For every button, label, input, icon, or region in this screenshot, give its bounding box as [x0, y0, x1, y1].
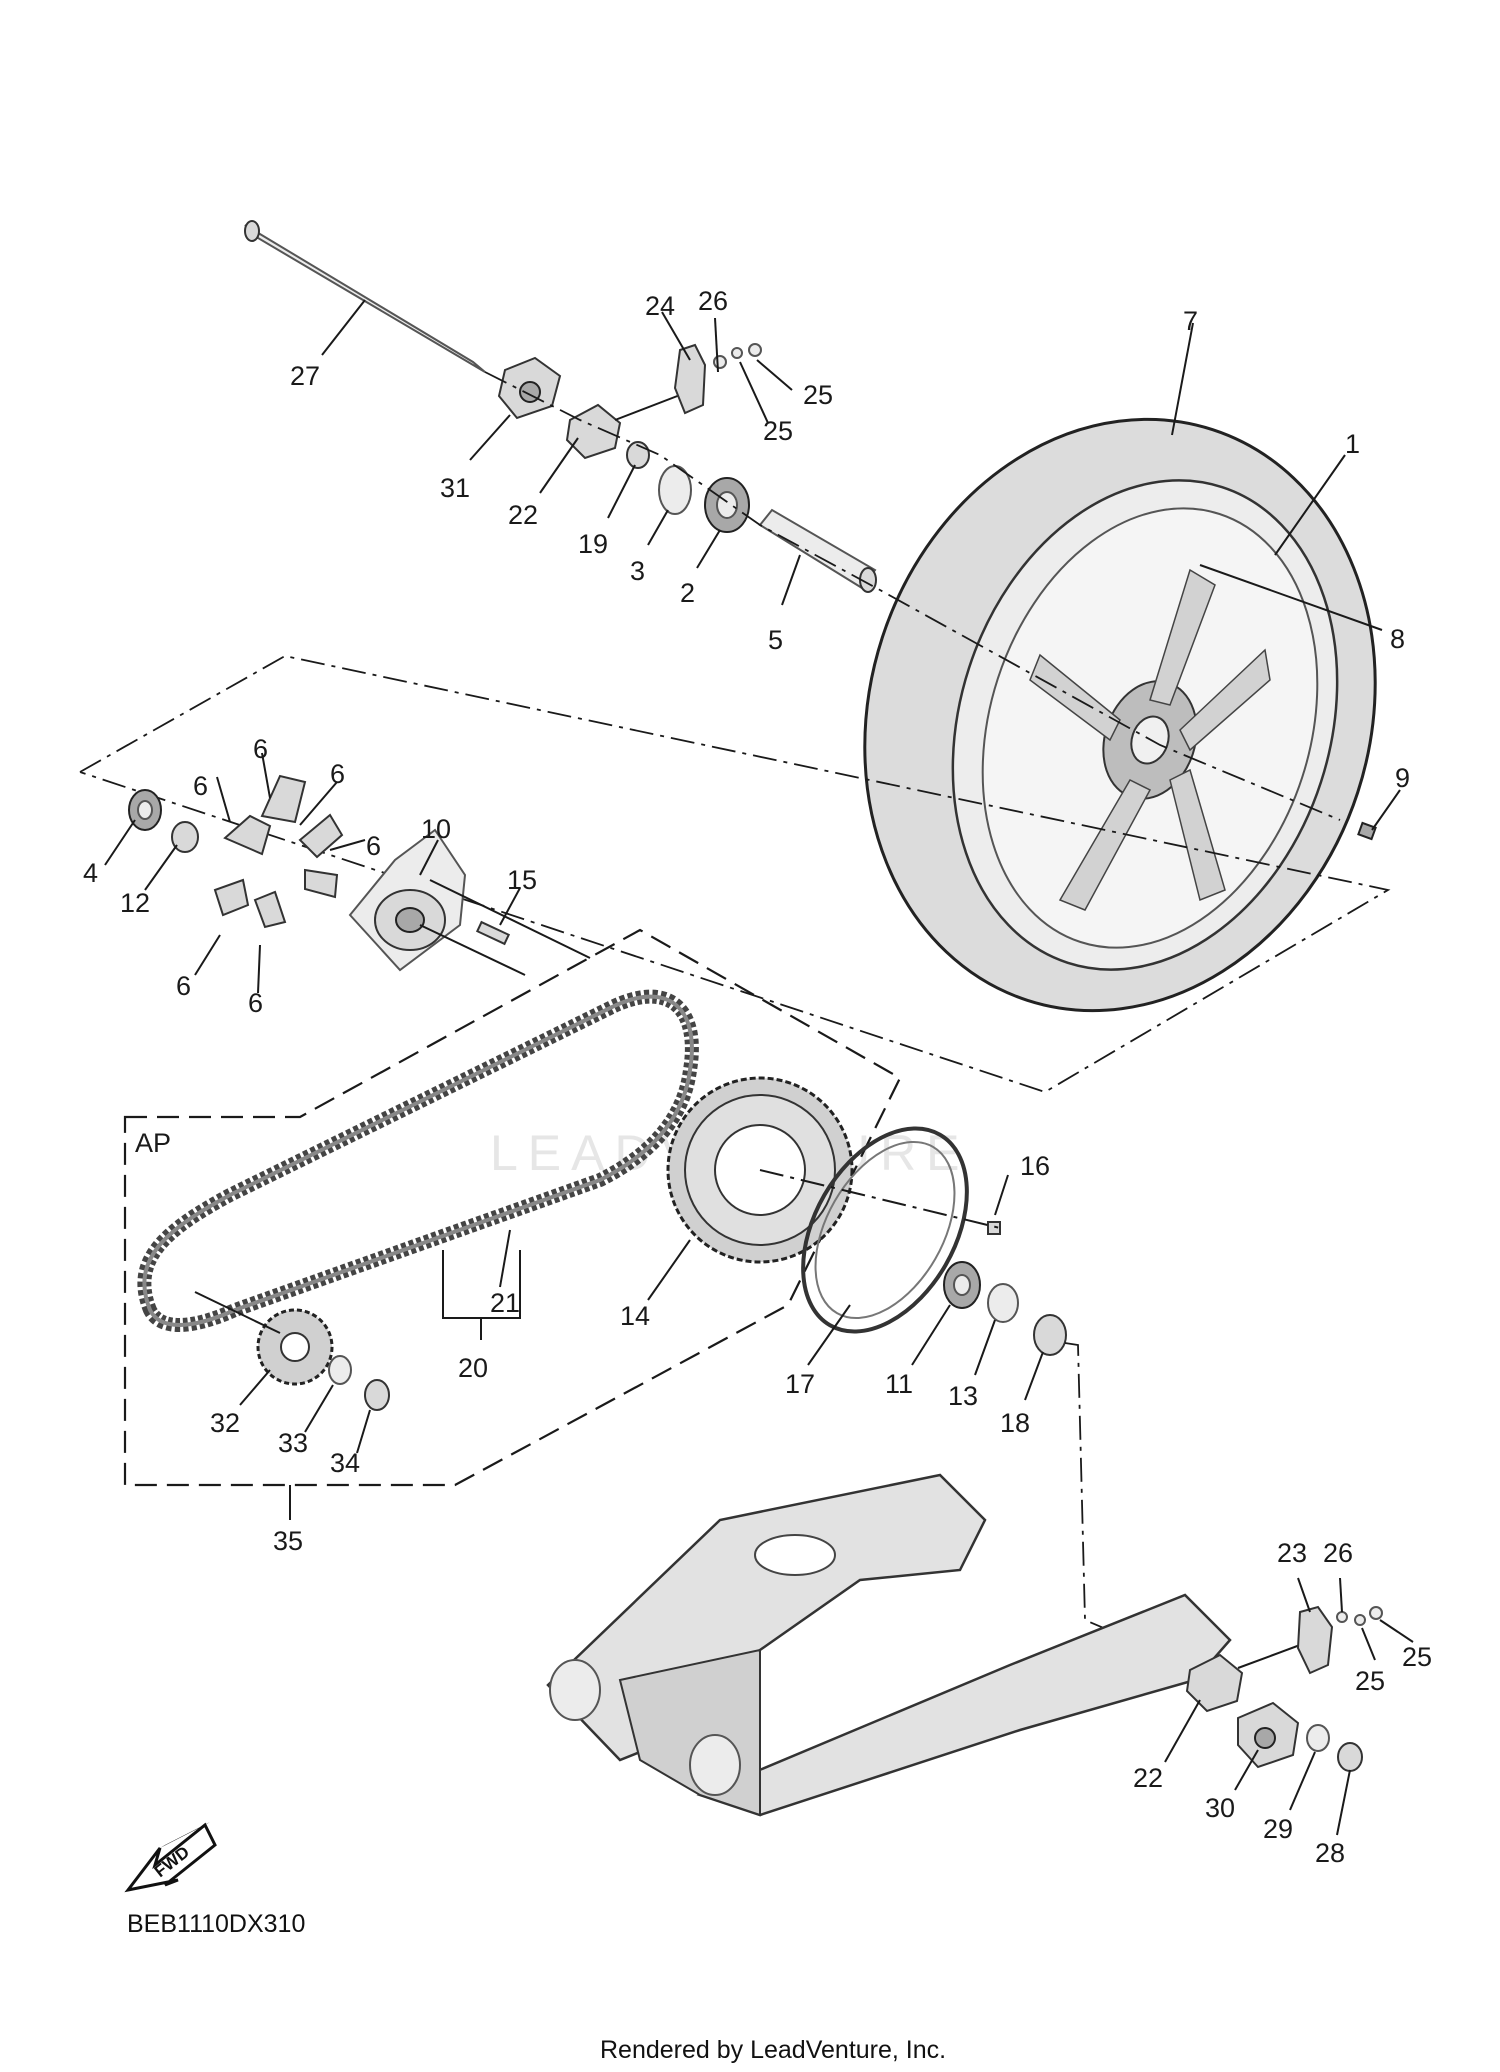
diagram-code: BEB1110DX310 — [127, 1910, 305, 1938]
callout-12: 12 — [120, 888, 150, 918]
chain-puller-right — [1237, 1701, 1300, 1769]
clutch-hub-10 — [348, 828, 467, 972]
callout-29: 29 — [1263, 1814, 1293, 1844]
callout-6: 6 — [330, 759, 345, 789]
adjusting-plate-upper — [673, 343, 707, 415]
collar-18 — [1033, 1314, 1067, 1356]
nut-16 — [987, 1221, 1001, 1235]
callout-21: 21 — [490, 1288, 520, 1318]
callout-6: 6 — [366, 831, 381, 861]
bolt-lower — [1336, 1611, 1348, 1623]
callout-25: 25 — [1355, 1666, 1385, 1696]
damper-set — [213, 774, 344, 929]
callout-20: 20 — [458, 1353, 488, 1383]
oil-seal-13 — [987, 1283, 1019, 1323]
callout-6: 6 — [253, 734, 268, 764]
callout-35: 35 — [273, 1526, 303, 1556]
callout-13: 13 — [948, 1381, 978, 1411]
callout-27: 27 — [290, 361, 320, 391]
callout-6: 6 — [248, 988, 263, 1018]
collar-12 — [171, 821, 199, 853]
rear-wheel — [863, 417, 1377, 1013]
adjuster-block-left — [565, 394, 681, 460]
sprocket-plate-17 — [801, 1126, 969, 1334]
washer-29 — [1306, 1724, 1330, 1752]
callout-17: 17 — [785, 1369, 815, 1399]
callout-14: 14 — [620, 1301, 650, 1331]
callout-25: 25 — [1402, 1642, 1432, 1672]
nut-34 — [364, 1379, 390, 1411]
adjusting-plate-lower — [1296, 1605, 1334, 1675]
nut-28 — [1337, 1742, 1363, 1772]
callout-8: 8 — [1390, 624, 1405, 654]
callout-2: 2 — [680, 578, 695, 608]
callout-33: 33 — [278, 1428, 308, 1458]
callout-15: 15 — [507, 865, 537, 895]
callout-22: 22 — [508, 500, 538, 530]
nut-lower-1 — [1354, 1614, 1366, 1626]
callout-24: 24 — [645, 291, 675, 321]
stud-15 — [475, 920, 511, 946]
footer-credit: Rendered by LeadVenture, Inc. — [600, 2036, 946, 2064]
callout-25: 25 — [803, 380, 833, 410]
leader-lines — [104, 299, 1414, 1836]
chain-puller-left — [497, 356, 562, 420]
nut-upper-1 — [731, 347, 743, 359]
callout-18: 18 — [1000, 1408, 1030, 1438]
axle-centerline — [484, 371, 1341, 821]
hub-group-frame — [79, 655, 1391, 1093]
valve-9 — [1357, 821, 1377, 841]
swingarm — [546, 1473, 1232, 1817]
callout-4: 4 — [83, 858, 98, 888]
forward-direction-arrow: FWD — [124, 1822, 217, 1893]
callout-19: 19 — [578, 529, 608, 559]
callout-11: 11 — [885, 1369, 913, 1399]
drive-sprocket-32 — [256, 1308, 334, 1386]
spacer-5 — [758, 508, 877, 593]
callout-31: 31 — [440, 473, 470, 503]
rear-axle — [244, 220, 486, 373]
callout-34: 34 — [330, 1448, 360, 1478]
callout-23: 23 — [1277, 1538, 1307, 1568]
drive-chain — [137, 989, 699, 1332]
nut-upper-2 — [748, 343, 762, 357]
group-label: AP — [135, 1128, 171, 1158]
callout-labels: 27 24 26 25 25 7 1 31 22 19 3 2 5 8 9 6 … — [83, 286, 1432, 1868]
callout-26: 26 — [698, 286, 728, 316]
callout-1: 1 — [1345, 429, 1360, 459]
rear-sprocket-14 — [666, 1076, 854, 1264]
callout-6: 6 — [193, 771, 208, 801]
adjuster-block-right — [1185, 1644, 1301, 1713]
callout-26: 26 — [1323, 1538, 1353, 1568]
nut-lower-2 — [1369, 1606, 1383, 1620]
chain-kit-frame — [123, 928, 902, 1487]
callout-22: 22 — [1133, 1763, 1163, 1793]
callout-5: 5 — [768, 625, 783, 655]
callout-32: 32 — [210, 1408, 240, 1438]
callout-10: 10 — [421, 814, 451, 844]
callout-3: 3 — [630, 556, 645, 586]
bolt-upper — [713, 355, 727, 369]
washer-33 — [328, 1355, 352, 1385]
callout-25: 25 — [763, 416, 793, 446]
callout-6: 6 — [176, 971, 191, 1001]
callout-7: 7 — [1183, 306, 1198, 336]
callout-28: 28 — [1315, 1838, 1345, 1868]
callout-30: 30 — [1205, 1793, 1235, 1823]
callout-16: 16 — [1020, 1151, 1050, 1181]
callout-9: 9 — [1395, 763, 1410, 793]
